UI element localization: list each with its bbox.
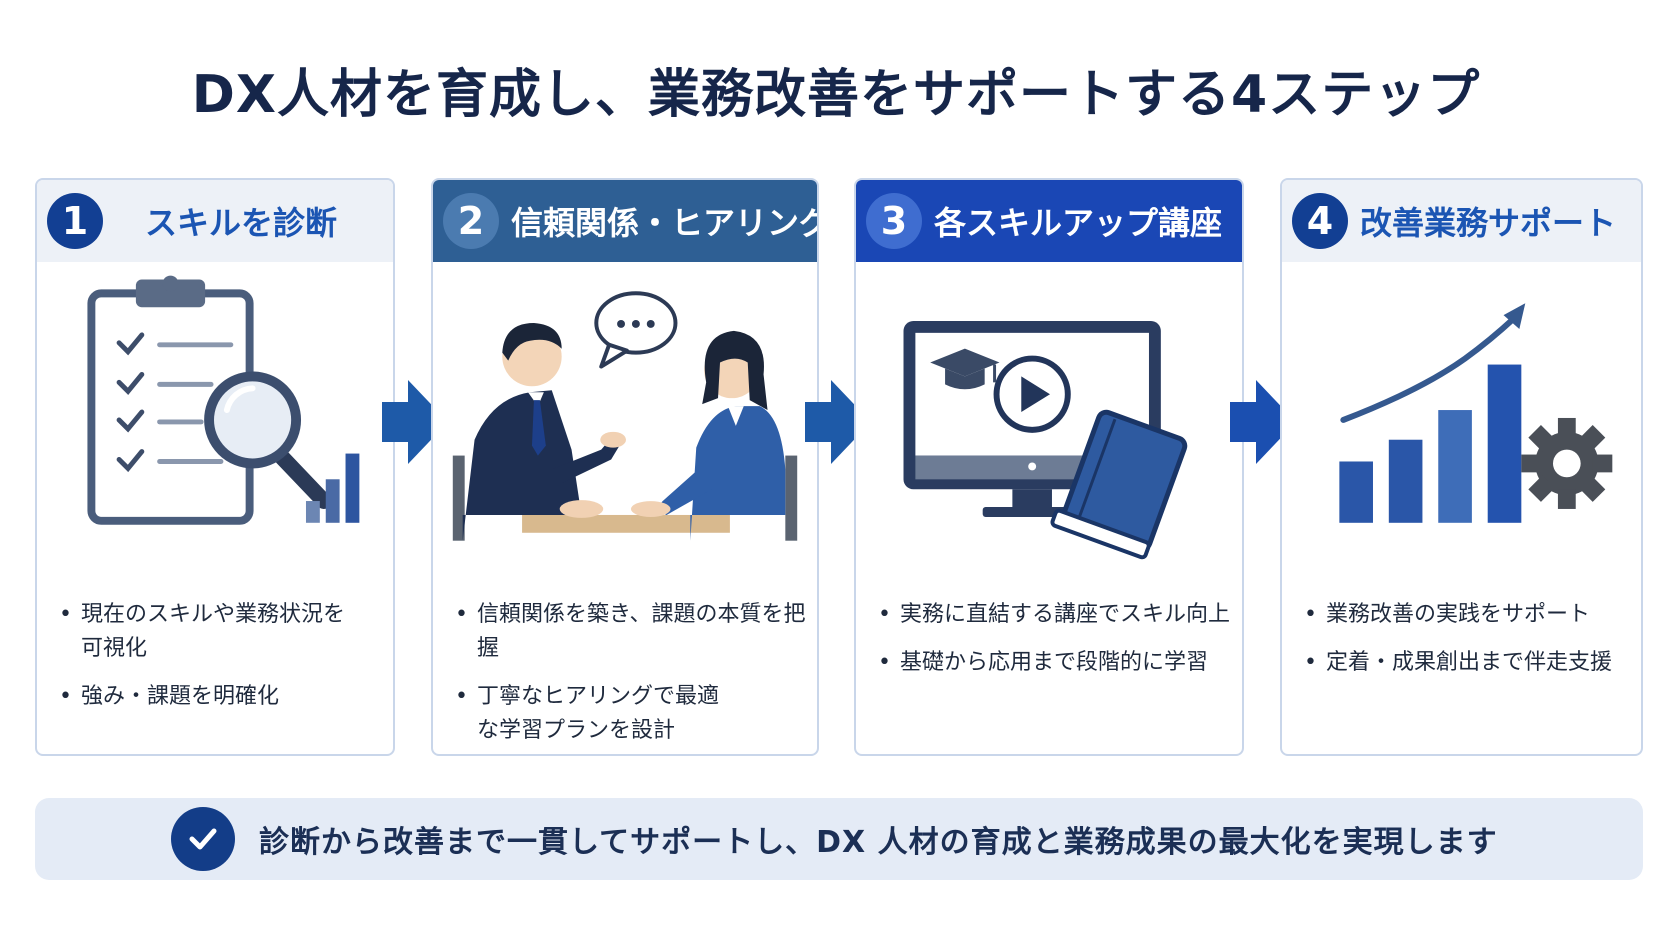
step-header-3: 3 各スキルアップ講座	[856, 180, 1242, 262]
step-header-2: 2 信頼関係・ヒアリング力	[433, 180, 817, 262]
step-header-1: 1 スキルを診断	[37, 180, 393, 262]
bullet-item: 実務に直結する講座でスキル向上	[878, 598, 1232, 632]
step-number-3: 3	[866, 193, 922, 249]
step-header-4: 4 改善業務サポート	[1282, 180, 1641, 262]
step-card-2: 2 信頼関係・ヒアリング力 信頼関係を築き、課題の本質を把握 丁寧なヒアリングで…	[431, 178, 819, 756]
step-label-2: 信頼関係・ヒアリング力	[511, 204, 817, 242]
step-bullets-2: 信頼関係を築き、課題の本質を把握 丁寧なヒアリングで最適な学習プランを設計	[455, 598, 807, 754]
bullet-item: 丁寧なヒアリングで最適な学習プランを設計	[455, 680, 737, 748]
bullet-item: 基礎から応用まで段階的に学習	[878, 646, 1232, 680]
consultation-meeting-icon	[452, 291, 798, 541]
step-bullets-1: 現在のスキルや業務状況を可視化 強み・課題を明確化	[59, 598, 383, 728]
summary-banner: 診断から改善まで一貫してサポートし、DX 人材の育成と業務成果の最大化を実現しま…	[35, 798, 1643, 880]
arrow-right-icon	[805, 380, 871, 464]
online-course-icon	[903, 320, 1188, 560]
bullet-item: 強み・課題を明確化	[59, 680, 383, 714]
bullet-item: 信頼関係を築き、課題の本質を把握	[455, 598, 807, 666]
arrow-right-icon	[1230, 380, 1296, 464]
clipboard-magnifier-icon	[87, 275, 360, 525]
bullet-item: 業務改善の実践をサポート	[1304, 598, 1631, 632]
step-card-4: 4 改善業務サポート 業務改善の実践をサポート 定着・成果創出まで伴走支	[1280, 178, 1643, 756]
step-card-3: 3 各スキルアップ講座 実務に直結する講座でスキル向上 基礎から応用まで段階的に…	[854, 178, 1244, 756]
step-bullets-4: 業務改善の実践をサポート 定着・成果創出まで伴走支援	[1304, 598, 1631, 694]
step-card-1: 1 スキルを診断 現在のスキルや業務状況を可視化 強み・課題を明確化	[35, 178, 395, 756]
step-bullets-3: 実務に直結する講座でスキル向上 基礎から応用まで段階的に学習	[878, 598, 1232, 694]
step-number-1: 1	[47, 193, 103, 249]
step-number-2: 2	[443, 193, 499, 249]
page-title: DX人材を育成し、業務改善をサポートする4ステップ	[191, 65, 1481, 125]
summary-text: 診断から改善まで一貫してサポートし、DX 人材の育成と業務成果の最大化を実現しま…	[259, 825, 1498, 860]
growth-chart-gear-icon	[1339, 303, 1613, 523]
step-label-3: 各スキルアップ講座	[934, 204, 1223, 242]
bullet-item: 定着・成果創出まで伴走支援	[1304, 646, 1631, 680]
arrow-right-icon	[382, 380, 448, 464]
bullet-item: 現在のスキルや業務状況を可視化	[59, 598, 351, 666]
step-label-4: 改善業務サポート	[1360, 204, 1617, 242]
checkmark-icon	[171, 807, 235, 871]
step-label-1: スキルを診断	[145, 204, 338, 242]
step-number-4: 4	[1292, 193, 1348, 249]
